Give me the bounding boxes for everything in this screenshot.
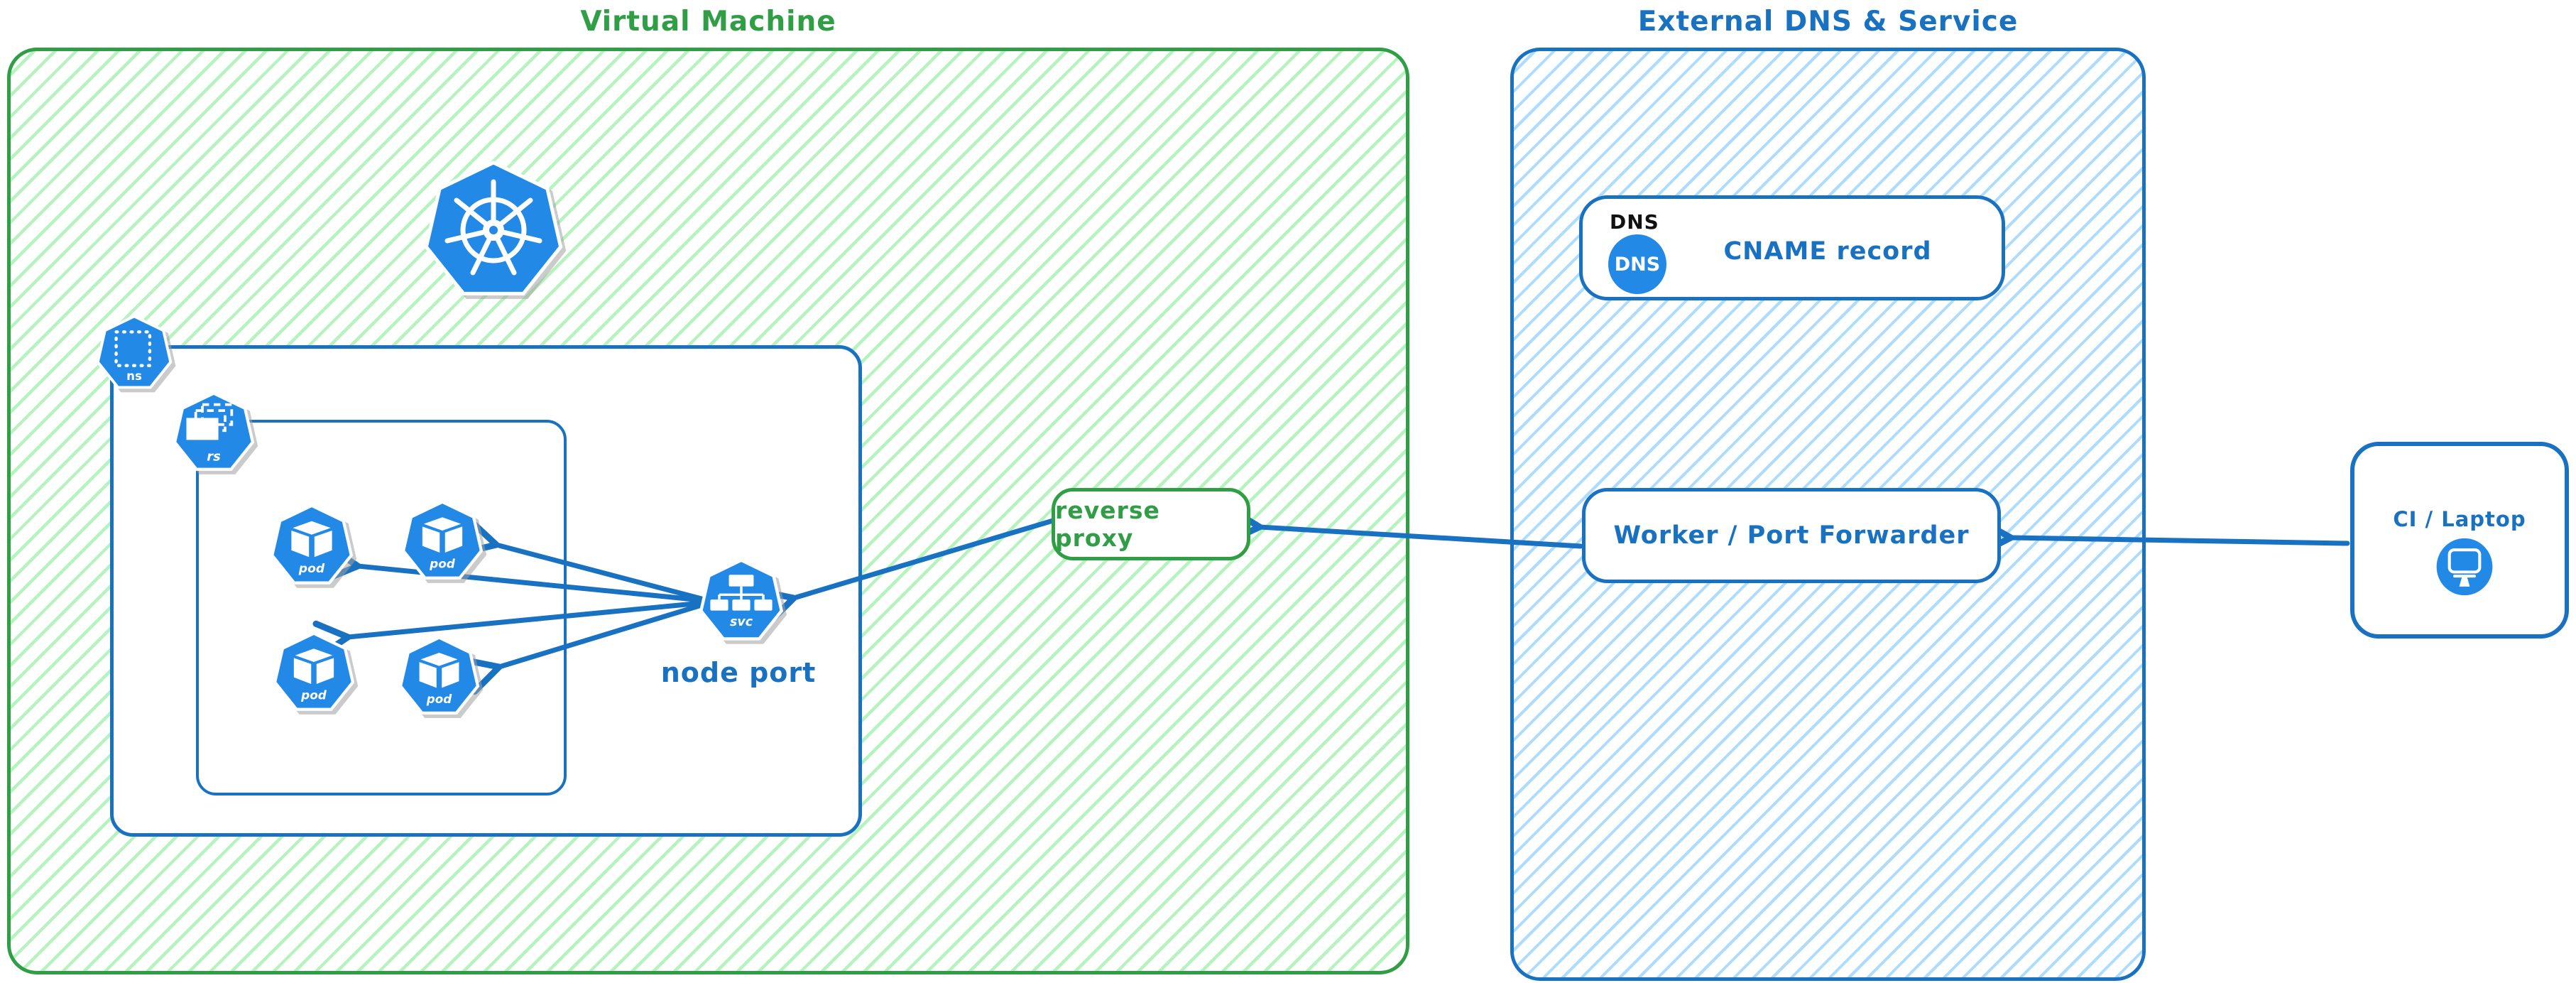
pod-label: pod [300, 688, 327, 702]
arrow-service-to-pod-2 [459, 518, 704, 602]
namespace-icon: ns [96, 315, 173, 389]
node-port-caption: node port [660, 657, 817, 688]
pod-3-icon: pod [273, 631, 355, 711]
pod-1-icon: pod [270, 504, 354, 585]
dns-frame-label: DNS [1610, 210, 1659, 234]
arrow-service-to-pod-3 [312, 600, 704, 660]
namespace-label: ns [126, 369, 142, 383]
replicaset-icon: rs [173, 391, 255, 471]
arrow-ci-to-worker [1977, 517, 2350, 557]
reverse-proxy-box: reverse proxy [1052, 488, 1250, 560]
pod-4-icon: pod [398, 636, 480, 715]
service-label: svc [730, 615, 753, 629]
worker-port-forwarder-box: Worker / Port Forwarder [1582, 488, 2001, 583]
pod-label: pod [429, 557, 456, 571]
kubernetes-logo-icon [424, 161, 563, 295]
dns-badge-label: DNS [1614, 253, 1661, 276]
pod-2-icon: pod [401, 500, 484, 580]
arrow-worker-to-reverse-proxy [1225, 505, 1583, 549]
worker-port-forwarder-label: Worker / Port Forwarder [1613, 521, 1970, 550]
replicaset-label: rs [207, 449, 220, 464]
service-icon: svc [699, 558, 784, 641]
reverse-proxy-label: reverse proxy [1055, 496, 1160, 552]
monitor-icon [2436, 538, 2493, 596]
virtual-machine-title: Virtual Machine [580, 6, 836, 38]
dns-cname-box: DNS DNS CNAME record [1579, 195, 2005, 300]
pod-label: pod [298, 562, 325, 576]
arrow-service-to-pod-1 [322, 543, 704, 603]
arrow-service-to-pod-4 [462, 602, 704, 695]
dns-icon: DNS [1608, 234, 1666, 294]
replicaset-box [196, 420, 567, 795]
cname-record-label: CNAME record [1723, 237, 1932, 266]
arrow-reverse-proxy-to-service [756, 518, 1056, 626]
ci-laptop-label: CI / Laptop [2393, 507, 2526, 531]
pod-label: pod [426, 692, 452, 706]
ci-laptop-box: CI / Laptop [2350, 442, 2569, 639]
external-dns-service-title: External DNS & Service [1637, 6, 2019, 38]
